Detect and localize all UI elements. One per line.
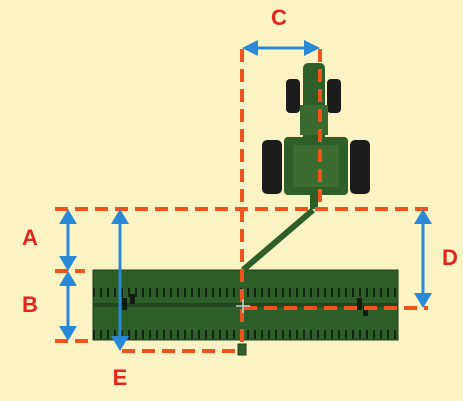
drawbar: [241, 207, 315, 273]
implement-icon: [92, 269, 399, 356]
hitch-point-marker: [236, 299, 250, 313]
label-a: A: [22, 225, 38, 250]
label-d: D: [442, 245, 458, 270]
label-c: C: [271, 5, 287, 30]
tractor-icon: [262, 63, 370, 209]
dimension-lines: [55, 49, 428, 353]
dimension-arrow-shafts: [66, 46, 425, 338]
label-e: E: [113, 365, 128, 390]
dimension-arrow-heads: [59, 40, 432, 351]
label-b: B: [22, 292, 38, 317]
